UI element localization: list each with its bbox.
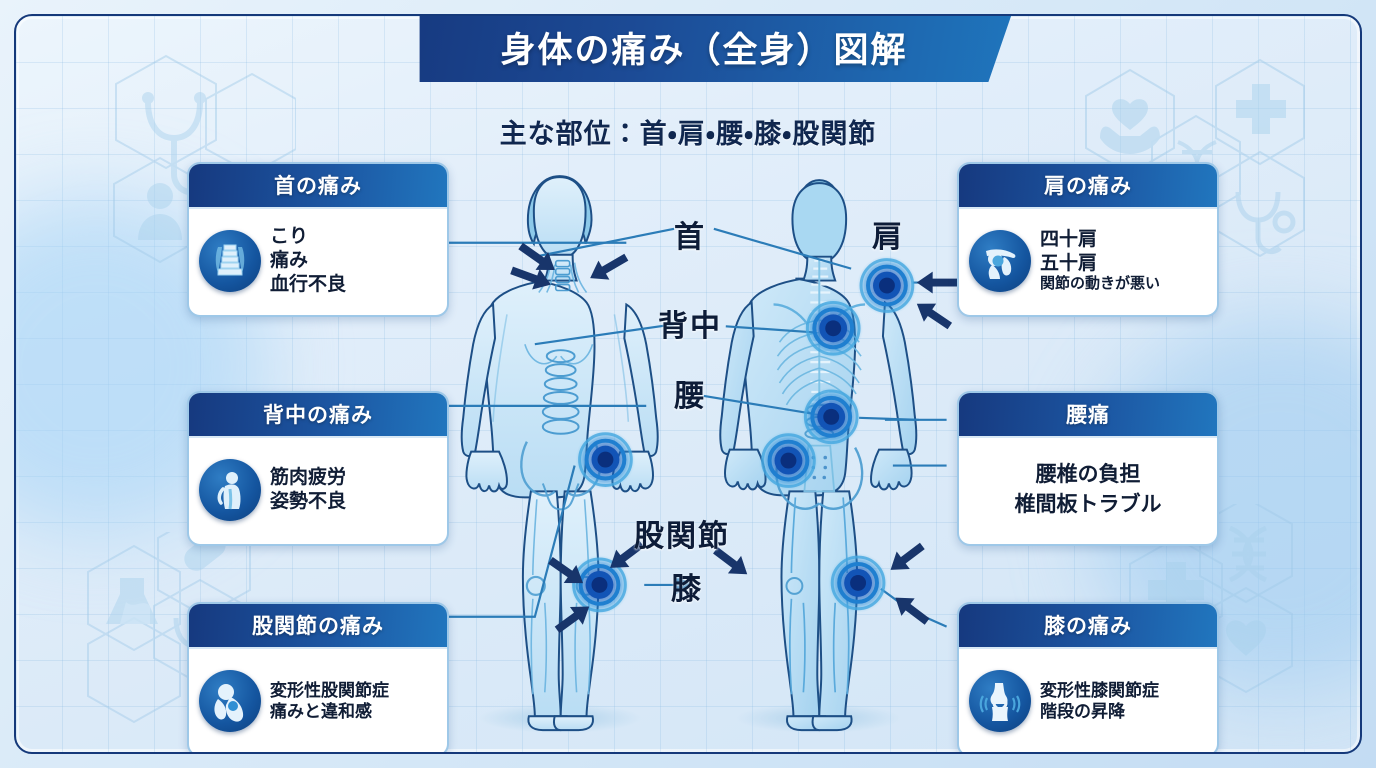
card-line: 姿勢不良 (270, 491, 347, 512)
doctor-icon (138, 183, 182, 240)
card-knee-pain[interactable]: 膝の痛み 変形性膝 (957, 602, 1219, 752)
card-body: 変形性股関節症 痛みと違和感 (189, 649, 447, 752)
card-title: 肩の痛み (959, 164, 1217, 209)
card-text: 四十肩 五十肩 関節の動きが悪い (1040, 228, 1160, 295)
card-title: 股関節の痛み (189, 604, 447, 649)
card-title: 背中の痛み (189, 393, 447, 438)
card-line: 階段の昇降 (1040, 702, 1125, 721)
page-title: 身体の痛み（全身）図解 (500, 31, 908, 70)
card-line: 五十肩 (1040, 252, 1098, 274)
card-neck-pain[interactable]: 首の痛み こり 痛み 血行不良 (187, 162, 449, 317)
body-label-waist: 腰 (674, 380, 706, 413)
stethoscope-icon (1235, 191, 1296, 255)
body-label-neck: 首 (674, 221, 706, 254)
card-body: こり 痛み 血行不良 (189, 209, 447, 315)
hip-joint-icon (199, 670, 261, 732)
body-label-knee: 膝 (671, 573, 703, 606)
medical-cross-icon (1148, 562, 1204, 618)
card-line: 関節の動きが悪い (1040, 275, 1161, 293)
card-body: 腰椎の負担 椎間板トラブル (959, 438, 1217, 544)
card-body: 変形性膝関節症 階段の昇降 (959, 649, 1217, 752)
card-line: こり (270, 226, 309, 248)
card-text: こり 痛み 血行不良 (270, 225, 346, 297)
card-line: 腰椎の負担 (1035, 462, 1141, 486)
card-line: 椎間板トラブル (1014, 493, 1162, 516)
card-title: 腰痛 (959, 393, 1217, 438)
card-title: 膝の痛み (959, 604, 1217, 649)
card-text: 変形性膝関節症 階段の昇降 (1040, 680, 1159, 723)
card-shoulder-pain[interactable]: 肩の痛み 四十肩 五十肩 関節 (957, 162, 1219, 317)
card-back-pain[interactable]: 背中の痛み 筋肉疲労 姿勢不良 (187, 391, 449, 546)
hex-decor-bottom-right (1129, 504, 1293, 694)
dna-icon (1228, 525, 1268, 583)
heart-hands-icon (1100, 99, 1160, 154)
medical-cross-icon (1236, 84, 1286, 134)
hex-decor-top-right (1085, 58, 1305, 258)
card-low-back-pain[interactable]: 腰痛 腰椎の負担 椎間板トラブル (957, 391, 1219, 546)
title-banner: 身体の痛み（全身）図解 (419, 16, 1020, 82)
hex-decor-bottom-left (87, 532, 251, 724)
body-label-back: 背中 (658, 310, 722, 343)
cervical-spine-icon (199, 230, 261, 292)
card-body: 四十肩 五十肩 関節の動きが悪い (959, 209, 1217, 315)
card-line: 痛み (270, 250, 309, 272)
back-posture-icon (199, 459, 261, 521)
body-label-shoulder: 肩 (872, 221, 904, 254)
card-line: 筋肉疲労 (270, 467, 347, 489)
card-hip-pain[interactable]: 股関節の痛み 変形性股関節症 痛みと違和感 (187, 602, 449, 752)
card-line: 痛みと違和感 (270, 702, 372, 721)
card-text: 腰椎の負担 椎間板トラブル (969, 460, 1207, 521)
page-subtitle: 主な部位：首・肩・腰・膝・股関節 (499, 119, 877, 149)
card-text: 変形性股関節症 痛みと違和感 (270, 680, 389, 723)
card-line: 変形性股関節症 (270, 680, 389, 700)
card-body: 筋肉疲労 姿勢不良 (189, 438, 447, 544)
body-label-hip: 股関節 (634, 520, 730, 553)
heart-pulse-icon (1226, 620, 1266, 656)
card-line: 四十肩 (1040, 228, 1098, 250)
shoulder-joint-icon (969, 230, 1031, 292)
card-line: 変形性膝関節症 (1040, 680, 1159, 700)
flask-icon (106, 578, 158, 624)
knee-joint-icon (969, 670, 1031, 732)
poster-frame: 身体の痛み（全身）図解 主な部位：首・肩・腰・膝・股関節 (14, 14, 1362, 754)
card-line: 血行不良 (270, 273, 347, 295)
card-text: 筋肉疲労 姿勢不良 (270, 466, 346, 514)
card-title: 首の痛み (189, 164, 447, 209)
